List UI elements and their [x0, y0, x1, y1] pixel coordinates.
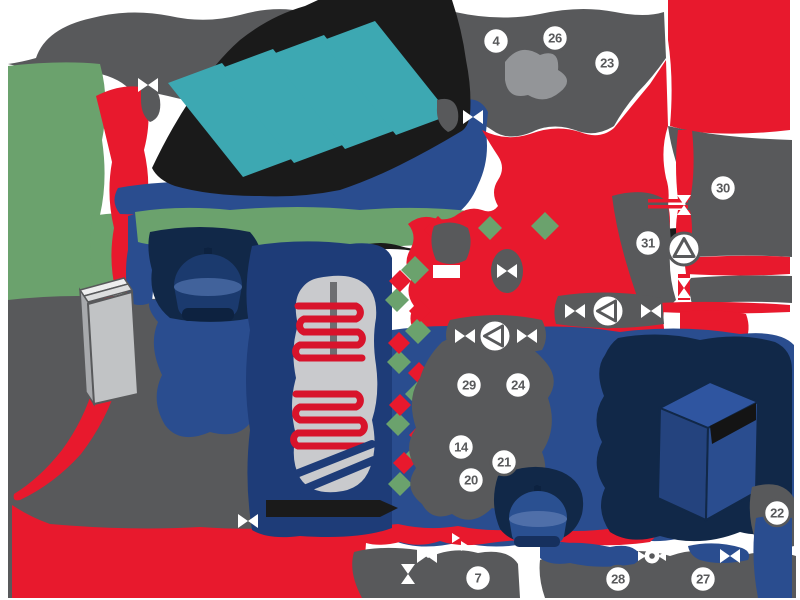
numbered-badge-24: 24 [503, 370, 533, 400]
numbered-badge-20: 20 [456, 465, 486, 495]
gray-teardrop-right [436, 98, 459, 132]
radiator-panel [78, 277, 140, 407]
blue-bottom-band-left [540, 542, 640, 567]
expansion-vessel-upper [174, 247, 242, 321]
tank-coil-upper [292, 302, 366, 362]
solar-panel-1 [168, 63, 297, 177]
numbered-badge-27: 27 [688, 564, 718, 594]
numbered-badge-29: 29 [454, 370, 484, 400]
badge-number: 29 [462, 378, 476, 393]
gate-valve-icon [463, 110, 483, 124]
blue-bottom-right-column [753, 516, 792, 598]
badge-number: 28 [611, 572, 625, 587]
gate-valve-icon [417, 549, 437, 563]
gate-valve-icon [677, 278, 691, 298]
badge-number: 22 [770, 506, 784, 521]
badge-number: 26 [548, 31, 562, 46]
red-right-column-a [676, 130, 694, 200]
storage-tank [290, 275, 378, 494]
numbered-badge-30: 30 [708, 173, 738, 203]
red-top-right-block [668, 0, 790, 134]
gate-valve-icon [138, 78, 158, 92]
badge-number: 23 [600, 56, 614, 71]
badge-number: 20 [464, 473, 478, 488]
numbered-badge-23: 23 [592, 48, 622, 78]
tank-coil-lower [290, 390, 368, 450]
badge-number: 27 [696, 572, 710, 587]
gate-valve-icon [401, 564, 415, 584]
badge-number: 4 [493, 34, 501, 49]
solar-panel-2 [219, 49, 348, 163]
solar-panel-4 [321, 21, 450, 135]
numbered-badge-28: 28 [603, 564, 633, 594]
expansion-vessel-lower [509, 485, 567, 547]
gate-valve-icon [238, 514, 258, 528]
badge-number: 30 [716, 181, 730, 196]
badge-number: 21 [497, 455, 511, 470]
gate-valve-icon [455, 329, 475, 343]
pump-icon [477, 318, 513, 354]
badge-number: 14 [454, 440, 469, 455]
badge-number: 7 [475, 571, 482, 586]
check-valve-icon [452, 533, 469, 551]
red-pipe-band-1 [684, 255, 790, 276]
tank-bottom-pipes [292, 440, 378, 494]
boiler-unit [656, 380, 761, 522]
numbered-badge-14: 14 [446, 432, 476, 462]
blue-center-left-region [149, 297, 258, 438]
numbered-badge-21: 21 [489, 447, 519, 477]
solar-panel-3 [270, 35, 399, 149]
green-left-region [8, 62, 106, 303]
gate-valve-icon [565, 304, 585, 318]
boiler-black-stripe [710, 403, 756, 444]
gray-island-a [431, 222, 471, 264]
badge-number: 31 [641, 236, 655, 251]
gray-right-mid-band [689, 275, 792, 304]
numbered-badge-31: 31 [633, 228, 663, 258]
gate-valve-icon [677, 195, 691, 215]
badge-number: 24 [511, 378, 526, 393]
black-arrow-band [266, 500, 398, 517]
plate-heat-exchanger [433, 265, 460, 278]
red-pipe-band-2 [656, 301, 790, 314]
red-thin-pipe-b [648, 205, 688, 209]
gray-teardrop-left [141, 86, 161, 122]
numbered-badge-26: 26 [540, 23, 570, 53]
pump-icon [666, 231, 702, 267]
numbered-badge-7: 7 [463, 563, 493, 593]
numbered-badge-4: 4 [481, 26, 511, 56]
pump-icon [590, 293, 626, 329]
numbered-badge-22: 22 [762, 498, 792, 528]
red-thin-pipe-a [648, 199, 688, 203]
light-gray-blob [505, 49, 568, 100]
gate-valve-icon [517, 329, 537, 343]
ball-valve-icon [638, 548, 666, 564]
gate-valve-icon [497, 264, 517, 278]
gate-valve-icon [641, 304, 661, 318]
gate-valve-icon [720, 549, 740, 563]
